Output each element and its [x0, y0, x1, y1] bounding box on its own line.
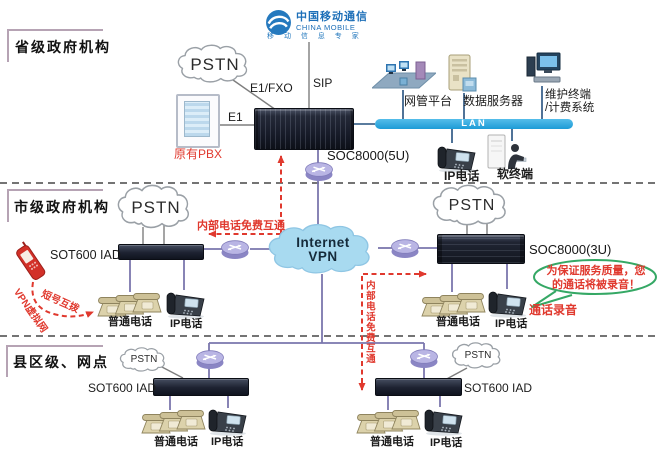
ip-phone-label-city-right: IP电话 [495, 318, 528, 330]
pstn-label: PSTN [131, 197, 181, 217]
router-icon-county-right [410, 349, 438, 368]
sot600-iad-label-county-left: SOT600 IAD [88, 381, 157, 395]
analog-phone-group-icon-city-right [421, 293, 486, 317]
section-label-county: 县区级、网点 [13, 354, 109, 370]
sot600-iad-device-city [118, 244, 204, 260]
pbx-window [184, 101, 210, 137]
soft-terminal-icon [487, 134, 527, 169]
sot600-iad-device-county-right [375, 378, 462, 396]
lan-label: LAN [461, 118, 487, 130]
pstn-label: PSTN [190, 54, 240, 74]
pstn-cloud-county-right: PSTN [451, 342, 505, 370]
analog-phone-group-icon-city [97, 293, 162, 317]
pstn-cloud-province: PSTN [176, 44, 254, 85]
china-mobile-logo-icon [266, 10, 291, 35]
maintenance-terminal-icon [526, 52, 561, 83]
analog-phone-label-county-left: 普通电话 [154, 436, 198, 448]
router-icon-city-right [391, 239, 419, 258]
section-label-province: 省级政府机构 [15, 39, 111, 55]
link-label-sip: SIP [313, 76, 333, 90]
router-icon-city-left [221, 240, 249, 259]
maintenance-terminal-label: 维护终端 /计费系统 [545, 89, 594, 115]
link-label-e1fxo: E1/FXO [250, 81, 293, 95]
analog-phone-label-city-right: 普通电话 [436, 316, 480, 328]
china-mobile-logo-text: 中国移动通信 CHINA MOBILE [296, 11, 368, 32]
sot600-iad-device-county-left [153, 378, 249, 396]
ip-phone-label-province: IP电话 [444, 169, 480, 183]
soc8000-5u-device [254, 108, 354, 150]
nms-platform-label: 网管平台 [404, 94, 453, 108]
internet-label: Internet [296, 234, 350, 250]
cloud-icon [451, 342, 501, 369]
ip-phone-icon-city [166, 292, 205, 319]
vpn-label: VPN [308, 249, 338, 264]
recording-speech-bubble: 为保证服务质量，您 的通话将被录音！ [526, 258, 659, 310]
pstn-label: PSTN [448, 196, 496, 214]
pstn-cloud-city-right: PSTN [431, 184, 513, 228]
nms-platform-icon [372, 61, 436, 89]
ip-phone-label-city: IP电话 [170, 318, 203, 330]
ip-phone-icon-city-right [488, 291, 527, 318]
pstn-cloud-county-left: PSTN [119, 347, 169, 373]
ip-phone-icon-county-right [424, 409, 463, 436]
sot600-iad-label-city: SOT600 IAD [50, 248, 121, 262]
lan-drop-lines [352, 86, 543, 143]
cloud-icon [119, 347, 165, 372]
cloud-icon [268, 224, 370, 274]
free-internal-call-label-vertical: 内部电话免费互通 [363, 280, 375, 364]
analog-phone-label-county-right: 普通电话 [370, 436, 414, 448]
speech-bubble-icon [531, 259, 657, 308]
ip-phone-icon-province [437, 146, 476, 173]
pstn-label: PSTN [464, 349, 492, 361]
analog-phone-group-icon-county-right [356, 410, 421, 434]
soft-terminal-label: 软终端 [497, 167, 534, 181]
cloud-icon [117, 184, 189, 229]
cloud-icon [432, 184, 506, 226]
cloud-icon [177, 44, 248, 83]
soc8000-3u-device [437, 234, 525, 264]
ip-phone-label-county-left: IP电话 [211, 436, 244, 448]
sot600-iad-label-county-right: SOT600 IAD [464, 381, 533, 395]
section-label-city: 市级政府机构 [14, 199, 110, 215]
data-server-label: 数据服务器 [463, 94, 524, 108]
logo-tagline: 移 动 信 息 专 家 [267, 33, 363, 40]
recording-notice-text: 为保证服务质量，您 的通话将被录音！ [540, 265, 652, 292]
legacy-pbx-label: 原有PBX [174, 147, 223, 161]
maintenance-label-line1: 维护终端 [545, 89, 591, 101]
section-divider-lines [0, 182, 659, 337]
ip-phone-icon-county-left [208, 409, 247, 436]
analog-phone-label-city: 普通电话 [108, 316, 152, 328]
logo-en-text: CHINA MOBILE [296, 23, 356, 32]
backbone-lines [129, 148, 508, 410]
link-label-e1: E1 [228, 110, 243, 124]
analog-phone-group-icon-county-left [141, 410, 206, 434]
legacy-pbx-cabinet-icon [176, 94, 220, 148]
router-icon-province [305, 162, 333, 181]
internet-vpn-label: Internet VPN [296, 234, 350, 264]
call-recording-label: 通话录音 [529, 303, 578, 317]
logo-cn-text: 中国移动通信 [296, 11, 368, 23]
mobile-phone-icon [16, 241, 46, 280]
internet-vpn-cloud: Internet VPN [266, 223, 380, 277]
pstn-label: PSTN [130, 353, 158, 365]
router-icon-county-left [196, 350, 224, 369]
ip-phone-label-county-right: IP电话 [430, 437, 463, 449]
billing-label-line2: /计费系统 [545, 102, 595, 115]
recording-notice-line2: 的通话将被录音！ [552, 278, 640, 291]
section-brackets [6, 29, 103, 377]
soc8000-5u-label: SOC8000(5U) [327, 148, 410, 163]
lan-bus: LAN [375, 119, 573, 129]
free-internal-call-label-city: 内部电话免费互通 [197, 220, 285, 232]
soc8000-3u-label: SOC8000(3U) [529, 242, 612, 257]
red-dashed-arrows [31, 155, 427, 391]
recording-notice-line1: 为保证服务质量，您 [546, 265, 646, 277]
pstn-cloud-city: PSTN [116, 184, 196, 231]
data-server-icon [448, 54, 477, 92]
